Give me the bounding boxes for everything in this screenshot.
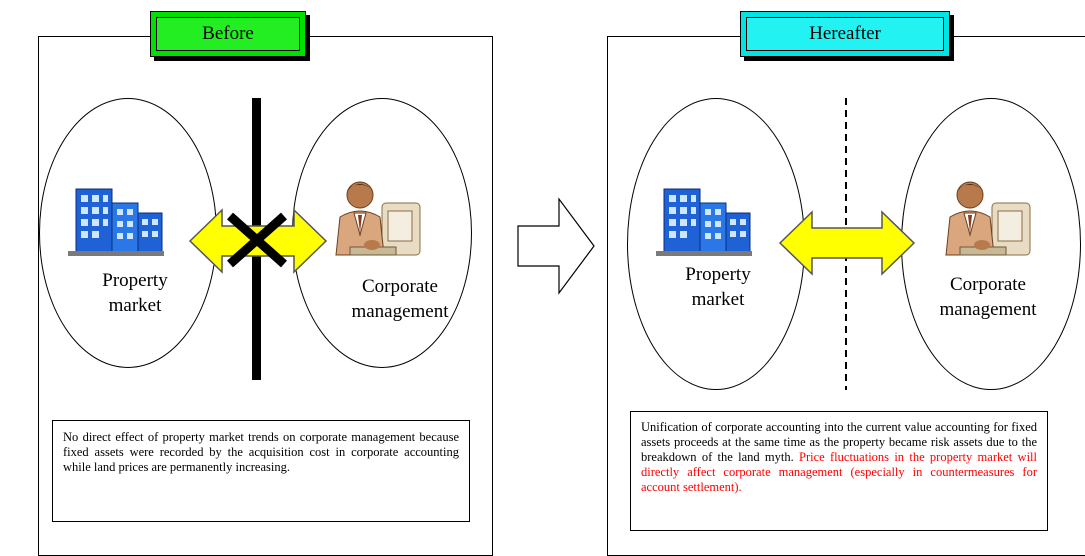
right-arrow-icon — [517, 197, 595, 295]
after-title-box: Hereafter — [740, 11, 950, 57]
before-right-label: Corporate management — [351, 276, 449, 322]
building-icon — [68, 188, 164, 256]
before-title-box: Before — [150, 11, 306, 57]
blocked-cross-icon — [227, 212, 287, 268]
office-worker-icon — [945, 181, 1031, 256]
office-worker-icon — [335, 181, 421, 256]
after-description-plain: Unification of corporate accounting into… — [641, 420, 1037, 464]
building-icon — [656, 188, 752, 256]
after-right-label: Corporate management — [939, 274, 1037, 320]
after-left-label: Property market — [685, 264, 751, 310]
before-title: Before — [156, 17, 300, 51]
after-description-highlight: Price fluctuations in the property marke… — [641, 450, 1038, 494]
double-arrow — [778, 210, 916, 276]
before-left-label: Property market — [102, 270, 168, 316]
after-description: Unification of corporate accounting into… — [630, 411, 1048, 531]
after-title: Hereafter — [746, 17, 944, 51]
before-description: No direct effect of property market tren… — [52, 420, 470, 522]
before-description-text: No direct effect of property market tren… — [63, 430, 459, 474]
